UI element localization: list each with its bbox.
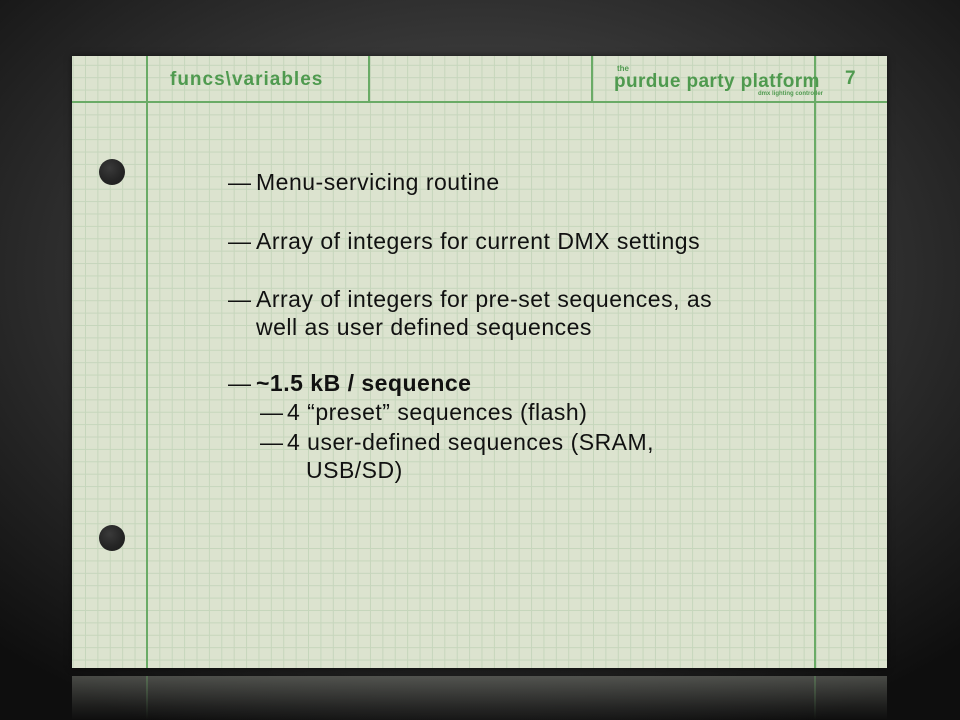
bullet-text: Array of integers for current DMX settin… [256,228,701,254]
bullet-item: — Menu-servicing routine [228,168,736,196]
bullet-item: — ~1.5 kB / sequence [228,369,736,397]
reflection-left-rule [146,676,148,720]
bullet-text: Array of integers for pre-set sequences,… [256,286,713,340]
bullet-marker: — [228,286,252,312]
logo-tagline: dmx lighting controller [757,91,823,97]
header-rule [72,101,887,103]
bullet-marker: — [228,228,252,254]
section-title: funcs\variables [170,69,324,90]
bullet-marker: — [228,169,252,195]
bullet-marker: — [228,370,252,396]
sub-bullet-marker: — [260,429,284,455]
binder-hole-top [99,159,125,185]
bullet-item: — Array of integers for current DMX sett… [228,227,736,255]
bullet-item: — Array of integers for pre-set sequence… [228,285,736,341]
header-divider-2 [591,56,593,102]
sub-bullet-text: 4 user-defined sequences (SRAM, USB/SD) [287,429,655,483]
right-margin-rule [814,56,816,668]
sub-bullet-text: 4 “preset” sequences (flash) [287,399,588,425]
bullet-text: Menu-servicing routine [256,169,500,195]
logo-small-text: the [617,64,629,73]
paper-reflection [72,676,887,720]
reflection-right-rule [814,676,816,720]
binder-hole-bottom [99,525,125,551]
sub-bullet-item: — 4 “preset” sequences (flash) [260,398,706,426]
sub-bullet-marker: — [260,399,284,425]
bullet-text: ~1.5 kB / sequence [256,370,472,396]
header-divider-1 [368,56,370,102]
left-margin-rule [146,56,148,668]
page-number: 7 [845,68,856,89]
sub-bullet-item: — 4 user-defined sequences (SRAM, USB/SD… [260,428,706,484]
logo-wordmark: purdue party platform [614,71,820,92]
graph-paper: funcs\variables the purdue party platfor… [72,56,887,668]
